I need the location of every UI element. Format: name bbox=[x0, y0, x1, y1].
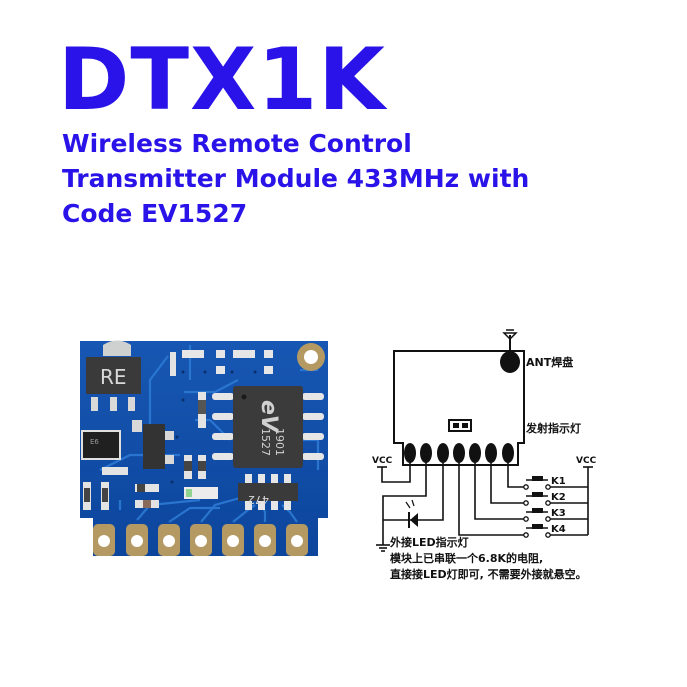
regulator-marking: RE bbox=[100, 365, 127, 389]
note-line-2: 直接接LED灯即可, 不需要外接就悬空。 bbox=[390, 568, 587, 581]
vcc-right-label: VCC bbox=[576, 456, 597, 466]
svg-text:1901: 1901 bbox=[273, 428, 286, 456]
antenna-pad bbox=[500, 351, 520, 373]
pcb-module-photo: RE E6 bbox=[70, 330, 340, 565]
schematic-drawing bbox=[376, 329, 593, 552]
svg-text:E6: E6 bbox=[90, 438, 99, 446]
product-title: DTX1K bbox=[58, 30, 386, 130]
subtitle-line-1: Wireless Remote Control bbox=[62, 129, 412, 158]
product-subtitle: Wireless Remote Control Transmitter Modu… bbox=[62, 126, 529, 231]
switch-label-k4: K4 bbox=[551, 524, 566, 535]
pcb-board-illustration: RE E6 bbox=[80, 340, 328, 556]
subtitle-line-3: Code EV1527 bbox=[62, 199, 248, 228]
antenna-pad-label: ANT焊盘 bbox=[526, 356, 574, 369]
svg-text:472: 472 bbox=[248, 493, 269, 506]
switch-label-k2: K2 bbox=[551, 492, 566, 503]
vcc-left-label: VCC bbox=[372, 456, 393, 466]
wiring-schematic: ANT焊盘 发射指示灯 VCC VCC K1 K2 K3 K4 外接LED指示灯… bbox=[360, 320, 620, 590]
note-line-1: 模块上已串联一个6.8K的电阻, bbox=[390, 552, 544, 565]
switch-label-k3: K3 bbox=[551, 508, 566, 519]
external-led-label: 外接LED指示灯 bbox=[390, 536, 469, 549]
switch-label-k1: K1 bbox=[551, 476, 566, 487]
svg-text:1527: 1527 bbox=[259, 428, 272, 456]
chip-brand: eV bbox=[256, 400, 281, 434]
tx-indicator-label: 发射指示灯 bbox=[526, 422, 581, 435]
subtitle-line-2: Transmitter Module 433MHz with bbox=[62, 164, 530, 193]
